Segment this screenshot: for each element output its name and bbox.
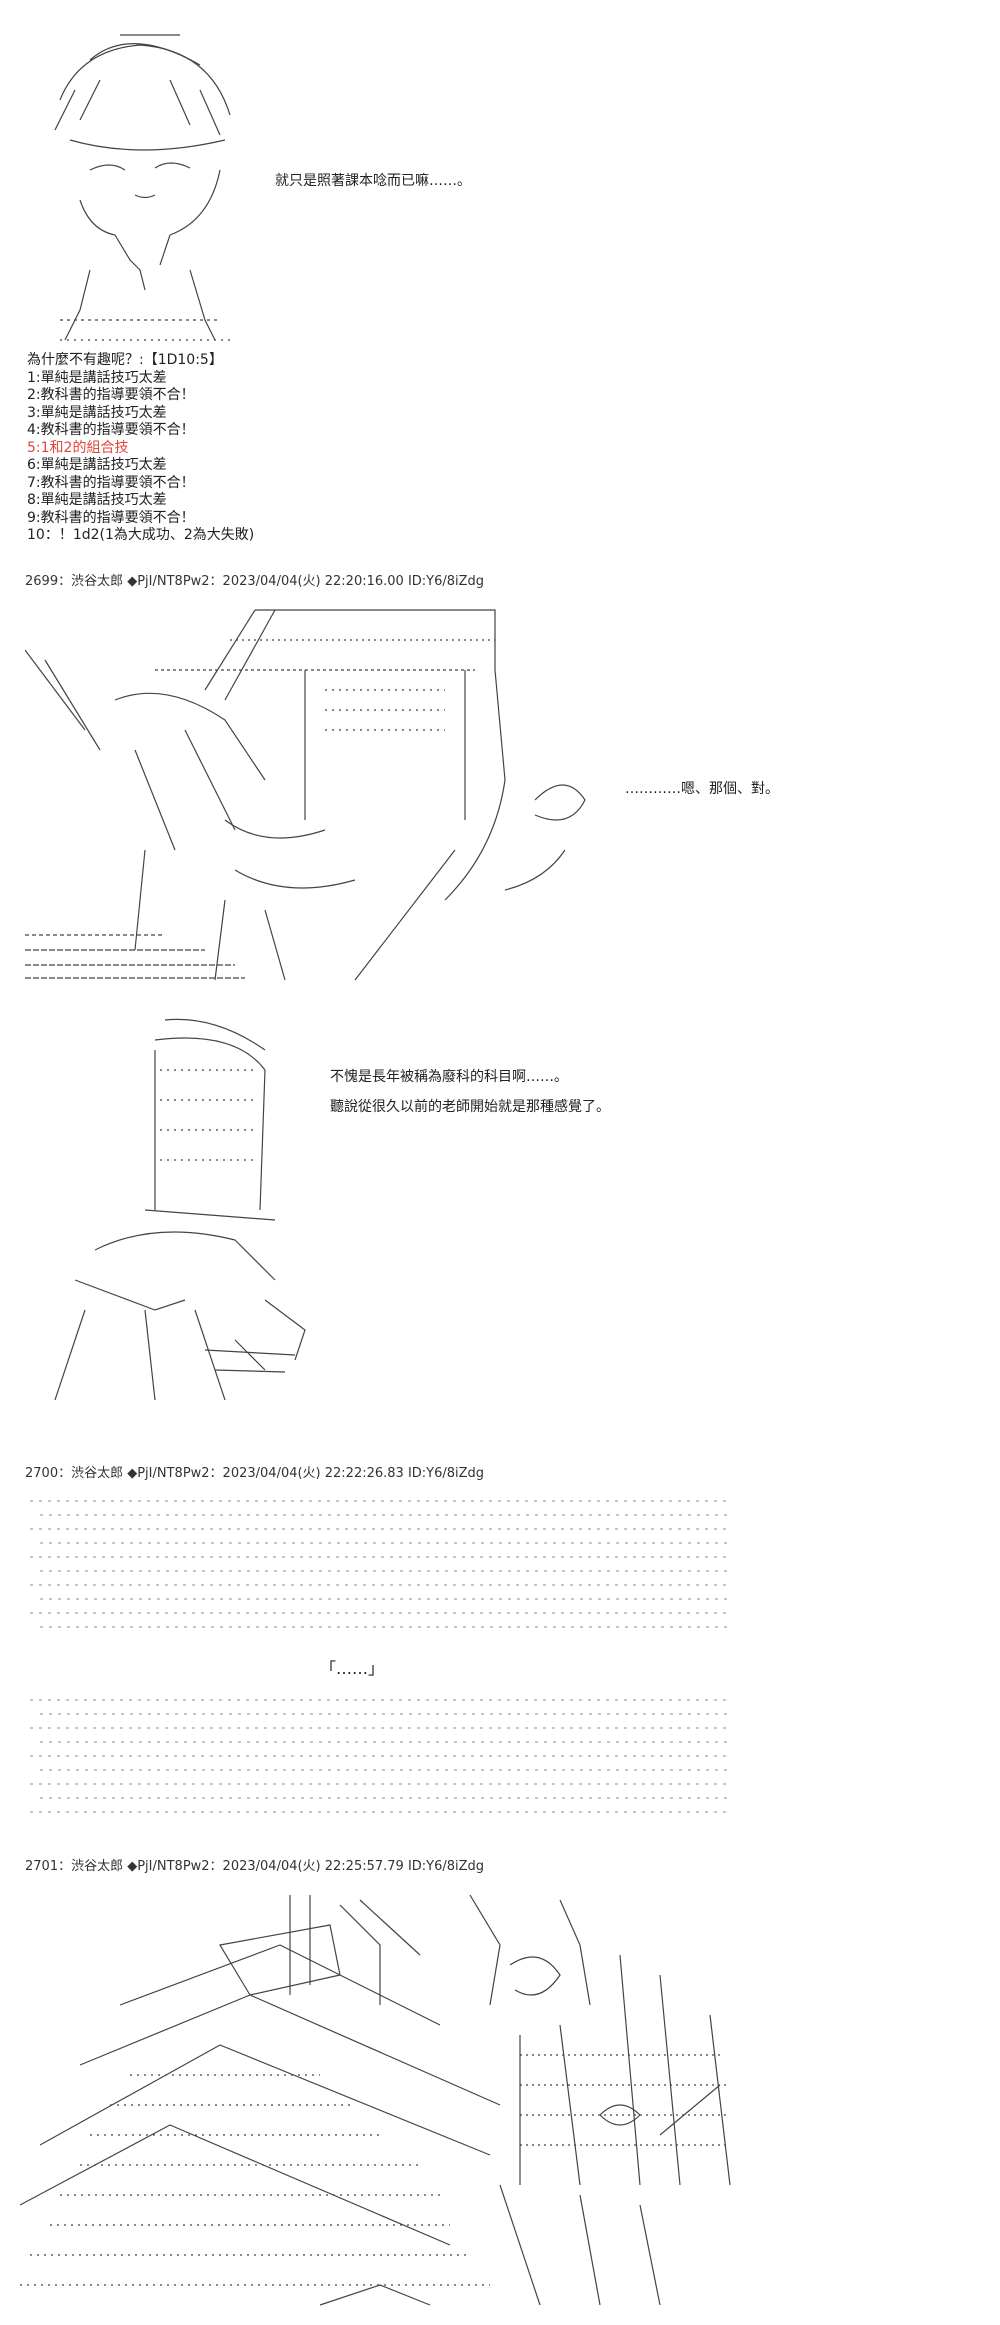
poll-option: 4:教科書的指導要領不合！: [27, 422, 195, 438]
poll-option: 7:教科書的指導要領不合！: [27, 474, 195, 491]
speech-text: 就只是照著課本唸而已嘛……。: [275, 173, 471, 189]
speech-text: 不愧是長年被稱為廢科的科目啊……。: [330, 1069, 568, 1085]
poll-block: 為什麼不有趣呢？:【1D10:5】 1:單純是講話技巧太差 2:教科書的指導要領…: [27, 352, 254, 545]
dot-pattern-top: [30, 1493, 730, 1643]
poll-question: 為什麼不有趣呢？:【1D10:5】: [27, 352, 223, 368]
poll-option: 1:單純是講話技巧太差: [27, 369, 167, 386]
post-header: 2700：渋谷太郎 ◆PjI/NT8Pw2：2023/04/04(火) 22:2…: [25, 1466, 485, 1481]
speech-text: …………嗯、那個、對。: [625, 781, 779, 797]
poll-option: 3:單純是講話技巧太差: [27, 404, 167, 421]
dot-pattern-bottom: [30, 1692, 730, 1832]
poll-option: 8:單純是講話技巧太差: [27, 492, 167, 508]
poll-option-selected: 5:1和2的組合技: [27, 439, 129, 456]
poll-option: 9:教科書的指導要領不合！: [27, 509, 195, 526]
ascii-art-character-2: [25, 600, 625, 990]
ascii-art-character-3: [35, 1010, 335, 1410]
ascii-art-character-1: [20, 20, 260, 350]
post-header: 2701：渋谷太郎 ◆PjI/NT8Pw2：2023/04/04(火) 22:2…: [25, 1859, 485, 1874]
ascii-art-building-scene: [20, 1885, 780, 2315]
poll-option: 2:教科書的指導要領不合！: [27, 387, 195, 403]
poll-option: 6:單純是講話技巧太差: [27, 457, 167, 473]
poll-option: 10：！1d2(1為大成功、2為大失敗): [27, 527, 255, 543]
speech-text: 「……」: [320, 1659, 385, 1678]
post-header: 2699：渋谷太郎 ◆PjI/NT8Pw2：2023/04/04(火) 22:2…: [25, 574, 485, 589]
speech-text: 聽說從很久以前的老師開始就是那種感覺了。: [330, 1099, 610, 1115]
